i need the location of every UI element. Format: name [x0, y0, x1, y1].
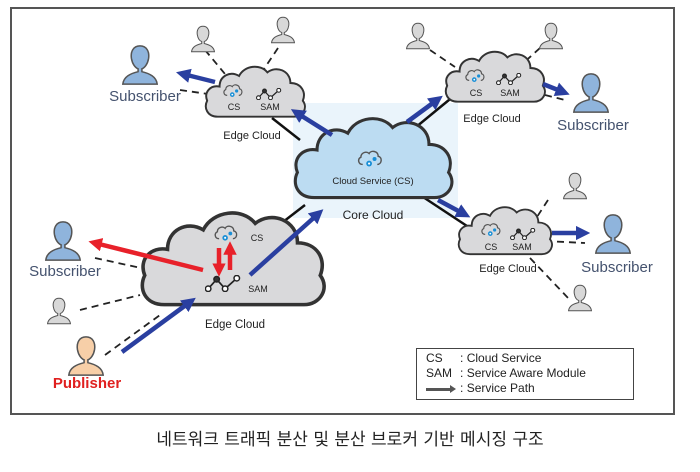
legend-value: Cloud Service — [466, 351, 542, 365]
legend: CS : Cloud Service SAM : Service Aware M… — [416, 348, 634, 400]
publisher-label: Publisher — [53, 375, 122, 392]
service-paths — [120, 68, 591, 354]
cs-label: CS — [485, 242, 498, 252]
local-delivery-paths — [88, 238, 237, 277]
sam-label: SAM — [260, 102, 280, 112]
core-cloud-label: Core Cloud — [343, 208, 404, 222]
path-pub-to-edge — [120, 297, 196, 354]
legend-value: Service Aware Module — [466, 366, 586, 380]
subscriber-label: Subscriber — [29, 263, 101, 280]
legend-row-sam: SAM : Service Aware Module — [426, 366, 633, 381]
core-cloud-service-label: Cloud Service (CS) — [332, 176, 413, 187]
legend-sep: : — [460, 351, 464, 365]
subscriber-label: Subscriber — [581, 259, 653, 276]
edge-cloud-top-right[interactable]: CS SAM Edge Cloud — [444, 50, 546, 125]
path-core-to-edge-right — [436, 198, 471, 218]
arrow-icon — [426, 385, 456, 393]
path-edge-to-sub-top-left — [176, 68, 216, 85]
edge-cloud-label: Edge Cloud — [205, 319, 265, 331]
legend-value: Service Path — [466, 381, 535, 395]
cs-label: CS — [251, 233, 264, 243]
path-edge-to-sub-left — [88, 238, 204, 273]
legend-sep: : — [460, 366, 464, 380]
link-core-edge-right — [419, 193, 471, 230]
edge-cloud-bottom-left[interactable]: CS SAM Edge Cloud — [140, 211, 326, 331]
edge-cloud-label: Edge Cloud — [479, 263, 537, 275]
legend-row-service-path: : Service Path — [426, 381, 633, 396]
subscriber-label: Subscriber — [109, 88, 181, 105]
legend-sep: : — [460, 381, 464, 395]
subscriber-top-left[interactable]: Subscriber — [109, 45, 181, 105]
legend-key: CS — [426, 351, 443, 365]
legend-row-cs: CS : Cloud Service — [426, 351, 633, 366]
path-core-to-edge-top-right — [405, 95, 443, 124]
publisher[interactable]: Publisher — [53, 336, 122, 392]
subscriber-left[interactable]: Subscriber — [29, 221, 101, 280]
sam-label: SAM — [512, 242, 532, 252]
edge-cloud-top-left[interactable]: CS SAM Edge Cloud — [204, 65, 306, 142]
edge-cloud-right[interactable]: CS SAM Edge Cloud — [457, 206, 553, 275]
edge-cloud-label: Edge Cloud — [463, 113, 521, 125]
cs-label: CS — [228, 102, 241, 112]
edge-cloud-label: Edge Cloud — [223, 130, 281, 142]
cs-label: CS — [470, 88, 483, 98]
figure-caption: 네트워크 트래픽 분산 및 분산 브로커 기반 메시징 구조 — [156, 430, 544, 450]
link-core-edge-top-left — [271, 117, 301, 141]
sam-label: SAM — [500, 88, 520, 98]
path-core-to-edge-top-left — [290, 109, 334, 137]
subscriber-top-right[interactable]: Subscriber — [557, 73, 629, 134]
legend-key: SAM — [426, 366, 453, 380]
sam-label: SAM — [248, 284, 268, 294]
subscriber-right[interactable]: Subscriber — [581, 214, 653, 276]
path-edge-to-core — [248, 209, 324, 277]
path-edge-to-sub-top-right — [542, 81, 570, 97]
core-cloud[interactable]: Cloud Service (CS) Core Cloud — [293, 117, 454, 222]
subscriber-label: Subscriber — [557, 117, 629, 134]
